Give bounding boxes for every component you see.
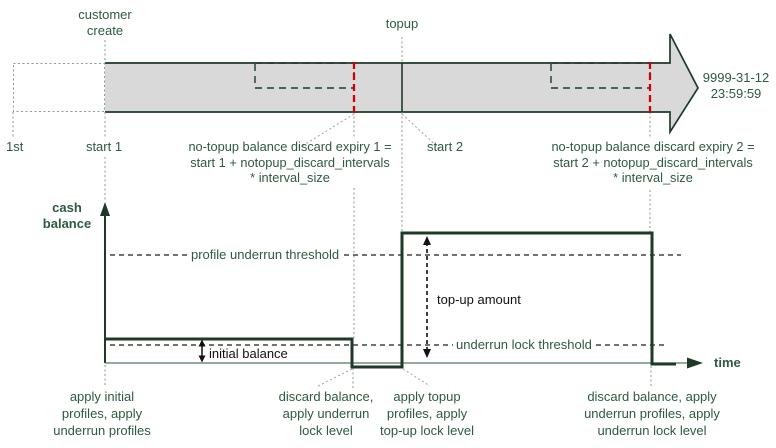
x-axis-arrow-icon [687,357,703,369]
annotation-apply-initial: apply initial profiles, apply underrun p… [53,389,151,438]
leader-lines [298,113,442,387]
y-axis-arrow-icon [100,202,110,216]
start1-label: start 1 [85,139,123,154]
dotted-guides [12,37,652,388]
topup-amount-label: top-up amount [434,292,524,308]
initial-balance-label: initial balance [209,346,288,361]
pre-start-dotted-box [13,63,105,112]
y-axis-label: cash balance [42,200,92,231]
customer-create-label: customer create [78,7,132,38]
underrun-lock-threshold-label: underrun lock threshold [453,337,595,353]
discard-expiry2-label: no-topup balance discard expiry 2 = star… [551,139,755,185]
initial-balance-arrow [198,339,206,363]
x-axis-label: time [714,355,741,370]
discard-expiry1-label: no-topup balance discard expiry 1 = star… [188,139,392,185]
annotation-discard2: discard balance, apply underrun profiles… [584,389,720,438]
cash-balance-trace [105,231,676,369]
annotation-apply-topup: apply topup profiles, apply top-up lock … [380,389,474,438]
first-interval-label: 1st [6,139,24,154]
start2-label: start 2 [426,139,464,154]
annotation-discard1: discard balance, apply underrun lock lev… [278,389,374,438]
topup-amount-arrow [423,236,431,358]
profile-underrun-threshold-label: profile underrun threshold [188,247,343,263]
end-datetime-label: 9999-31-12 23:59:59 [702,70,770,101]
topup-label: topup [385,16,419,31]
